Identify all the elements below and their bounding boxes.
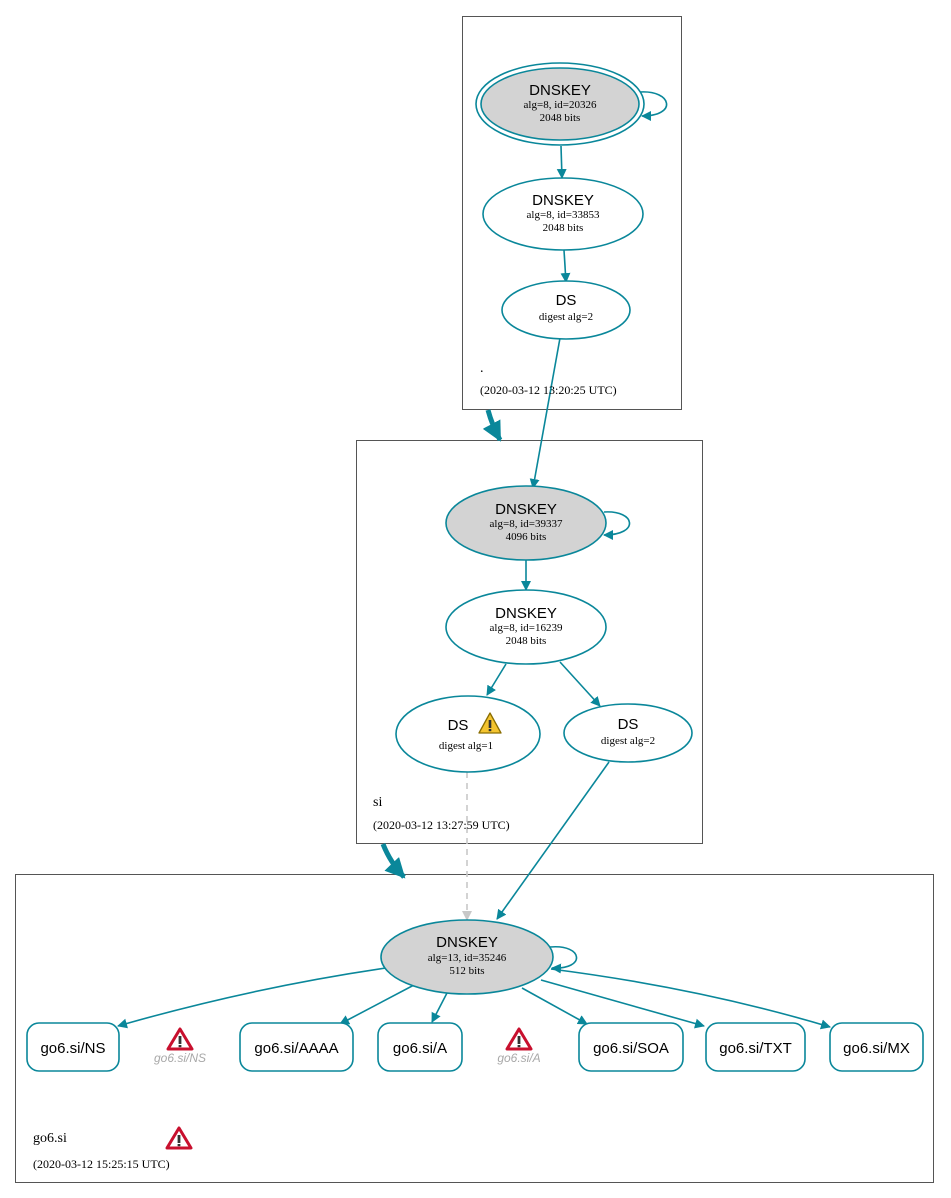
edge-go6-key-txt [540, 979, 705, 1029]
node-si-ds1[interactable]: DS digest alg=1 [395, 695, 541, 773]
edge-si-ds2-go6-key [496, 761, 610, 920]
node-root-ds[interactable]: DS digest alg=2 [501, 280, 631, 340]
rrset-label: go6.si/NS [40, 1040, 105, 1057]
node-title: DNSKEY [529, 82, 591, 99]
zone-name-root: . [480, 361, 484, 376]
node-title: DNSKEY [436, 934, 498, 951]
rrset-soa[interactable]: go6.si/SOA [578, 1022, 684, 1072]
node-detail: 4096 bits [506, 531, 547, 543]
node-si-zsk[interactable]: DNSKEY alg=8, id=16239 2048 bits [445, 589, 607, 665]
edge-go6-key-ns [117, 967, 387, 1029]
node-title: DS [618, 716, 639, 733]
zone-timestamp-go6: (2020-03-12 15:25:15 UTC) [33, 1157, 170, 1171]
edge-si-ksk-self [603, 511, 631, 540]
rrset-txt[interactable]: go6.si/TXT [705, 1022, 806, 1072]
edges [117, 91, 831, 1030]
error-label: go6.si/NS [154, 1051, 206, 1065]
node-title: DS [556, 292, 577, 309]
node-detail: digest alg=2 [601, 735, 655, 747]
zone-name-si: si [373, 795, 382, 810]
warning-triangle-icon [478, 712, 502, 734]
error-label: go6.si/A [497, 1051, 540, 1065]
node-detail: digest alg=1 [439, 740, 493, 752]
edge-root-zsk-ds [560, 249, 571, 283]
zone-timestamp-si: (2020-03-12 13:27:59 UTC) [373, 818, 510, 832]
node-title: DNSKEY [532, 192, 594, 209]
edge-root-ksk-self [639, 91, 668, 121]
error-triangle-icon [166, 1027, 194, 1051]
rrset-mx[interactable]: go6.si/MX [829, 1022, 924, 1072]
node-root-ksk[interactable]: DNSKEY alg=8, id=20326 2048 bits [475, 62, 645, 146]
delegation-arrow-si-go6 [380, 843, 406, 879]
delegation-arrow-root-si [482, 409, 503, 442]
zone-name-go6: go6.si [33, 1131, 67, 1146]
edge-go6-key-self [549, 946, 578, 974]
rrset-aaaa[interactable]: go6.si/AAAA [239, 1022, 354, 1072]
edge-go6-key-aaaa [339, 984, 415, 1025]
rrset-label: go6.si/SOA [593, 1040, 669, 1057]
edge-go6-key-soa [521, 987, 588, 1025]
node-detail: 512 bits [449, 965, 484, 977]
rrset-label: go6.si/AAAA [254, 1040, 338, 1057]
node-title: DS [448, 717, 469, 734]
node-detail: 2048 bits [543, 222, 584, 234]
edge-root-ds-si-ksk [529, 337, 561, 489]
zone-timestamp-root: (2020-03-12 13:20:25 UTC) [480, 383, 617, 397]
edge-si-zsk-ds2 [559, 661, 601, 707]
node-detail: alg=8, id=33853 [527, 209, 600, 221]
edge-root-ksk-zsk [556, 145, 567, 179]
error-marker-a[interactable]: go6.si/A [497, 1027, 541, 1065]
rrset-label: go6.si/MX [843, 1040, 910, 1057]
node-detail: alg=13, id=35246 [428, 952, 507, 964]
node-detail: alg=8, id=39337 [490, 518, 563, 530]
edge-si-zsk-ds1 [486, 663, 507, 696]
node-si-ds2[interactable]: DS digest alg=2 [563, 703, 693, 763]
node-detail: 2048 bits [540, 112, 581, 124]
rrset-label: go6.si/A [393, 1040, 447, 1057]
rrset-ns[interactable]: go6.si/NS [26, 1022, 120, 1072]
zone-box-si [356, 440, 703, 844]
zone-box-go6 [15, 874, 934, 1183]
node-title: DNSKEY [495, 501, 557, 518]
node-root-zsk[interactable]: DNSKEY alg=8, id=33853 2048 bits [482, 177, 644, 251]
node-si-ksk[interactable]: DNSKEY alg=8, id=39337 4096 bits [445, 485, 607, 561]
error-marker-ns[interactable]: go6.si/NS [154, 1027, 206, 1065]
node-detail: alg=8, id=20326 [524, 99, 597, 111]
error-triangle-icon [505, 1027, 533, 1051]
node-go6-key[interactable]: DNSKEY alg=13, id=35246 512 bits [380, 919, 554, 995]
node-detail: 2048 bits [506, 635, 547, 647]
zone-error-triangle-icon[interactable] [165, 1126, 193, 1150]
rrset-a[interactable]: go6.si/A [377, 1022, 463, 1072]
node-detail: alg=8, id=16239 [490, 622, 563, 634]
rrset-label: go6.si/TXT [719, 1040, 792, 1057]
edge-go6-key-mx [550, 968, 831, 1030]
zone-box-root [462, 16, 682, 410]
node-title: DNSKEY [495, 605, 557, 622]
edge-go6-key-a [431, 992, 448, 1023]
node-detail: digest alg=2 [539, 311, 593, 323]
